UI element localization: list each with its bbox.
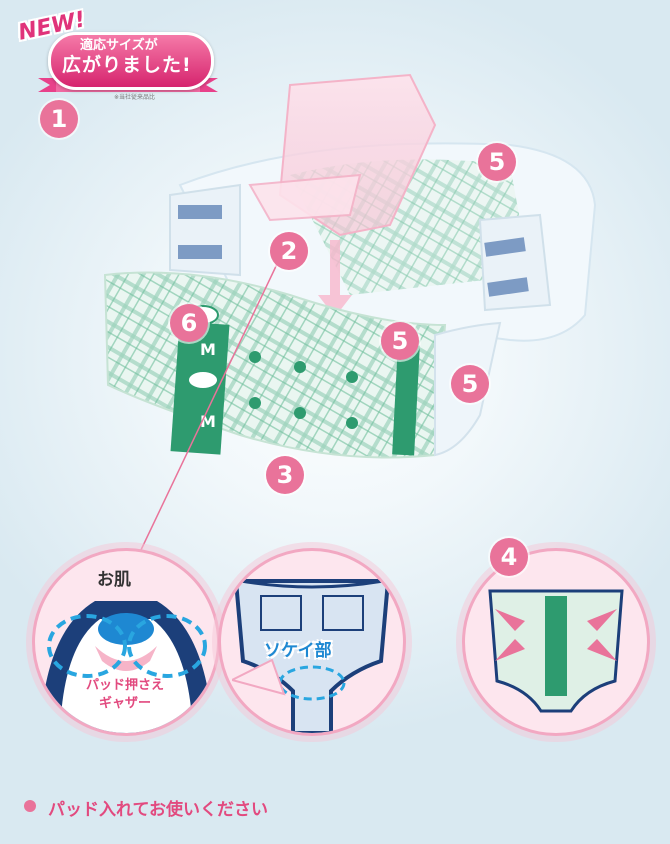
badge-pill: [48, 32, 214, 90]
size-mark-top: M: [200, 340, 216, 359]
marker-3: 3: [266, 456, 304, 494]
label-skin: お肌: [97, 570, 131, 590]
marker-2: 2: [270, 232, 308, 270]
marker-6: 6: [170, 304, 208, 342]
marker-4: 4: [490, 538, 528, 576]
gather-illustration: [40, 601, 213, 733]
label-groin: ソケイ部: [264, 641, 332, 661]
detail-circle-gather: [32, 548, 220, 736]
fit-illustration: [488, 589, 624, 713]
detail-circle-fit: [462, 548, 650, 736]
groin-pointer: [232, 658, 286, 696]
marker-5-right: 5: [451, 365, 489, 403]
footer-bullet-icon: [24, 800, 36, 812]
badge-line1: 適応サイズが: [80, 38, 158, 53]
badge-line2: 広がりました!: [62, 54, 192, 76]
marker-5-middle: 5: [381, 322, 419, 360]
diaper-illustration: M M: [103, 73, 597, 459]
label-pad-gather-line2: ギャザー: [98, 696, 151, 711]
footer-note: パッド入れてお使いください: [48, 800, 268, 820]
label-pad-gather: パッド押さえ ギャザー: [70, 677, 180, 713]
marker-1: 1: [40, 100, 78, 138]
label-pad-gather-line1: パッド押さえ: [85, 678, 164, 693]
new-badge: NEW! 適応サイズが 広がりました! ※当社従来品比: [16, 7, 218, 102]
badge-note: ※当社従来品比: [114, 94, 156, 101]
detail-circle-groin: [218, 548, 406, 736]
marker-5-top: 5: [478, 143, 516, 181]
